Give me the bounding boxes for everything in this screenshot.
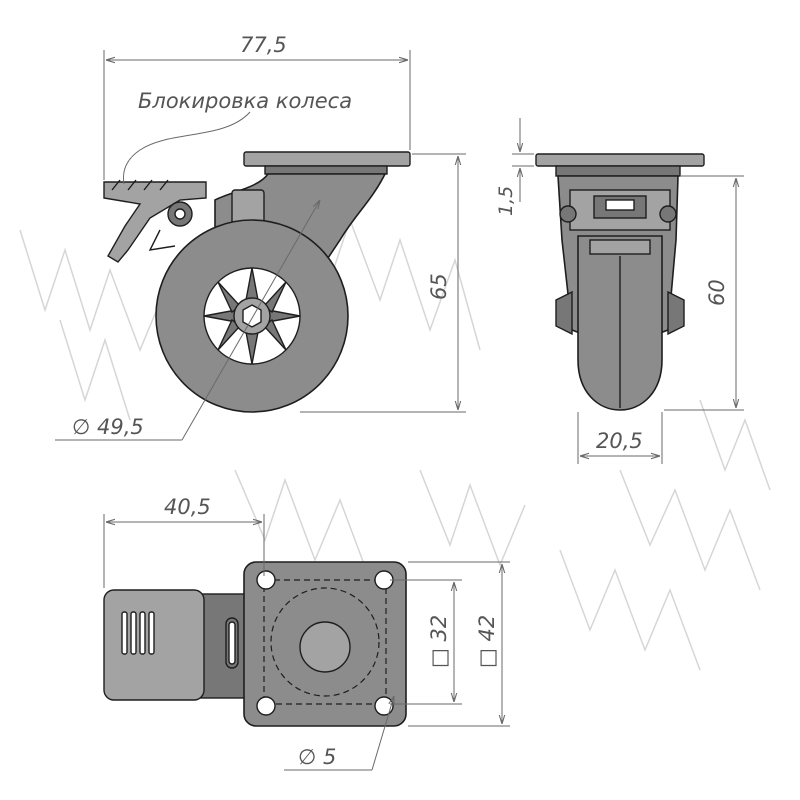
side-view bbox=[535, 153, 705, 411]
side-axle-right bbox=[667, 290, 685, 336]
overall-height-label: 65 bbox=[427, 273, 451, 300]
mounting-plate bbox=[243, 151, 411, 167]
hole-diameter-label: ∅ 5 bbox=[298, 745, 336, 769]
overall-width-label: 77,5 bbox=[240, 33, 287, 57]
wheel-width-label: 20,5 bbox=[596, 429, 643, 453]
swivel-center bbox=[299, 621, 351, 673]
top-view bbox=[103, 561, 407, 727]
bolt-hole-top-left bbox=[256, 570, 276, 590]
bolt-pattern-hidden bbox=[263, 579, 387, 705]
plate-thickness-label: 1,5 bbox=[495, 186, 517, 216]
front-view bbox=[103, 151, 411, 413]
wheel-lock-callout: Блокировка колеса bbox=[138, 89, 352, 113]
side-view-dimensions: 1,5 60 20,5 bbox=[495, 118, 744, 464]
bolt-hole-bottom-left bbox=[256, 696, 276, 716]
bolt-hole-bottom-right bbox=[374, 696, 394, 716]
top-view-dimensions: 40,5 □ 32 □ 42 ∅ 5 bbox=[103, 495, 510, 771]
lock-offset-label: 40,5 bbox=[164, 495, 211, 519]
front-view-dimensions: 77,5 Блокировка колеса 65 ∅ 49,5 bbox=[55, 33, 466, 441]
side-axle-left bbox=[555, 290, 573, 336]
swivel-hidden bbox=[270, 587, 380, 697]
swivel-ring bbox=[264, 165, 388, 175]
side-height-label: 60 bbox=[705, 279, 729, 306]
plate-size-label: □ 42 bbox=[475, 615, 499, 668]
side-mounting-plate bbox=[535, 153, 705, 167]
brake-pedal bbox=[103, 181, 207, 263]
pedal-ribs bbox=[121, 611, 155, 655]
wheel-diameter-label: ∅ 49,5 bbox=[72, 415, 144, 439]
bolt-spacing-label: □ 32 bbox=[427, 615, 451, 668]
